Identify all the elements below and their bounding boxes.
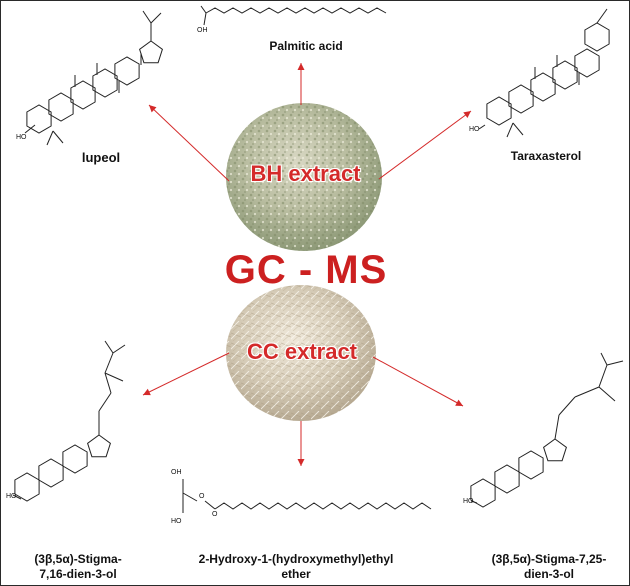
ether-oh-bottom-atom: HO	[171, 518, 182, 525]
ether-o-atom: O	[199, 493, 205, 500]
stigma716-ring-1	[14, 472, 40, 502]
stigma716-isopropyl-2	[112, 344, 126, 354]
arrow-to-hydroxy-ether	[297, 421, 305, 466]
stigma-7-25-label: (3β,5α)-Stigma-7,25- dien-3-ol	[491, 552, 607, 581]
stigma725-ethyl	[598, 386, 616, 402]
stigma725-sidechain-3	[574, 386, 600, 398]
arrows-group	[142, 63, 472, 466]
lupeol-ring-3	[70, 80, 96, 110]
stigma716-ring-3	[62, 444, 88, 474]
taraxasterol-ring-3	[530, 72, 556, 102]
taraxasterol-ring-2	[508, 84, 534, 114]
stigma716-sidechain-3	[104, 372, 112, 394]
stigma716-ho-atom: HO	[6, 493, 17, 500]
lupeol-label: lupeol	[81, 150, 121, 165]
lupeol-methylene-bond	[142, 10, 152, 24]
stigma725-sidechain-1	[554, 414, 560, 440]
stigma725-ho-atom: HO	[463, 498, 474, 505]
taraxasterol-ho-atom: HO	[469, 126, 480, 133]
structures-group	[12, 5, 624, 513]
stigma-7-16-label: (3β,5α)-Stigma- 7,16-dien-3-ol	[34, 552, 122, 581]
arrow-to-stigma-7-25	[372, 356, 464, 407]
stigma725-sidechain-2	[558, 396, 576, 416]
lupeol-ring-5	[139, 40, 163, 64]
taraxasterol-label: Taraxasterol	[510, 149, 582, 163]
palmitic-acid-chain	[205, 7, 387, 14]
stigma725-ring-4	[543, 438, 567, 462]
ether-carbonyl-o-atom: O	[212, 511, 218, 518]
palmitic-oh-atom: OH	[197, 27, 208, 34]
lupeol-ring-2	[48, 92, 74, 122]
stigma716-isopropyl-1	[104, 340, 114, 354]
palmitic-carbonyl-bond	[200, 5, 207, 14]
taraxasterol-gem-methyl-2	[512, 122, 524, 136]
lupeol-ring-5	[114, 56, 140, 86]
taraxasterol-ring-4	[552, 60, 578, 90]
lupeol-methyl-bond	[150, 12, 162, 24]
lupeol-ring-1	[26, 104, 52, 134]
arrow-to-taraxasterol	[378, 110, 472, 180]
palmitic-hydroxyl-bond	[203, 12, 207, 26]
ether-o-carbonyl	[204, 500, 216, 510]
stigma725-isopropenyl-2	[606, 360, 624, 366]
arrow-to-palmitic-acid	[297, 63, 305, 105]
stigma725-sidechain-4	[598, 364, 608, 388]
stigma716-hydroxyl-bond	[12, 494, 22, 500]
ether-acyl-chain	[214, 502, 432, 510]
taraxasterol-methylene-bond	[596, 8, 608, 24]
stigma716-sidechain-2	[98, 392, 112, 412]
stigma725-hydroxyl-bond	[470, 500, 478, 504]
bh-extract-label: BH extract	[250, 161, 361, 186]
cc-extract-disc	[226, 285, 376, 421]
stigma716-ethyl	[104, 372, 124, 382]
palmitic-acid-label: Palmitic acid	[269, 39, 343, 53]
gc-ms-title: GC - MS	[224, 248, 388, 292]
lupeol-gem-methyl-1	[46, 130, 54, 146]
arrow-to-stigma-7-16	[142, 352, 230, 396]
cc-extract-label: CC extract	[246, 339, 358, 364]
stigma725-ring-3	[518, 450, 544, 480]
ether-ch-o	[182, 492, 198, 502]
lupeol-ring-4	[92, 68, 118, 98]
ether-oh-top-atom: OH	[171, 469, 182, 476]
stigma725-isopropenyl-1	[600, 352, 608, 366]
stigma725-ring-2	[494, 464, 520, 494]
stigma716-sidechain-4	[104, 352, 114, 374]
taraxasterol-gem-methyl-1	[506, 122, 514, 138]
bh-extract-disc	[226, 103, 382, 251]
taraxasterol-hydroxyl-bond	[478, 124, 486, 130]
taraxasterol-ring-5	[574, 48, 600, 78]
stigma725-ring-1	[470, 478, 496, 508]
taraxasterol-ring-1	[486, 96, 512, 126]
stigma716-ring-4	[87, 434, 111, 458]
lupeol-gem-methyl-2	[52, 130, 64, 144]
taraxasterol-ring-6	[584, 22, 610, 52]
arrow-to-lupeol	[148, 104, 230, 182]
stigma716-ring-2	[38, 458, 64, 488]
lupeol-ho-atom: HO	[16, 134, 27, 141]
hydroxy-ether-label: 2-Hydroxy-1-(hydroxymethyl)ethyl ether	[198, 552, 394, 581]
lupeol-hydroxyl-bond	[24, 124, 36, 134]
